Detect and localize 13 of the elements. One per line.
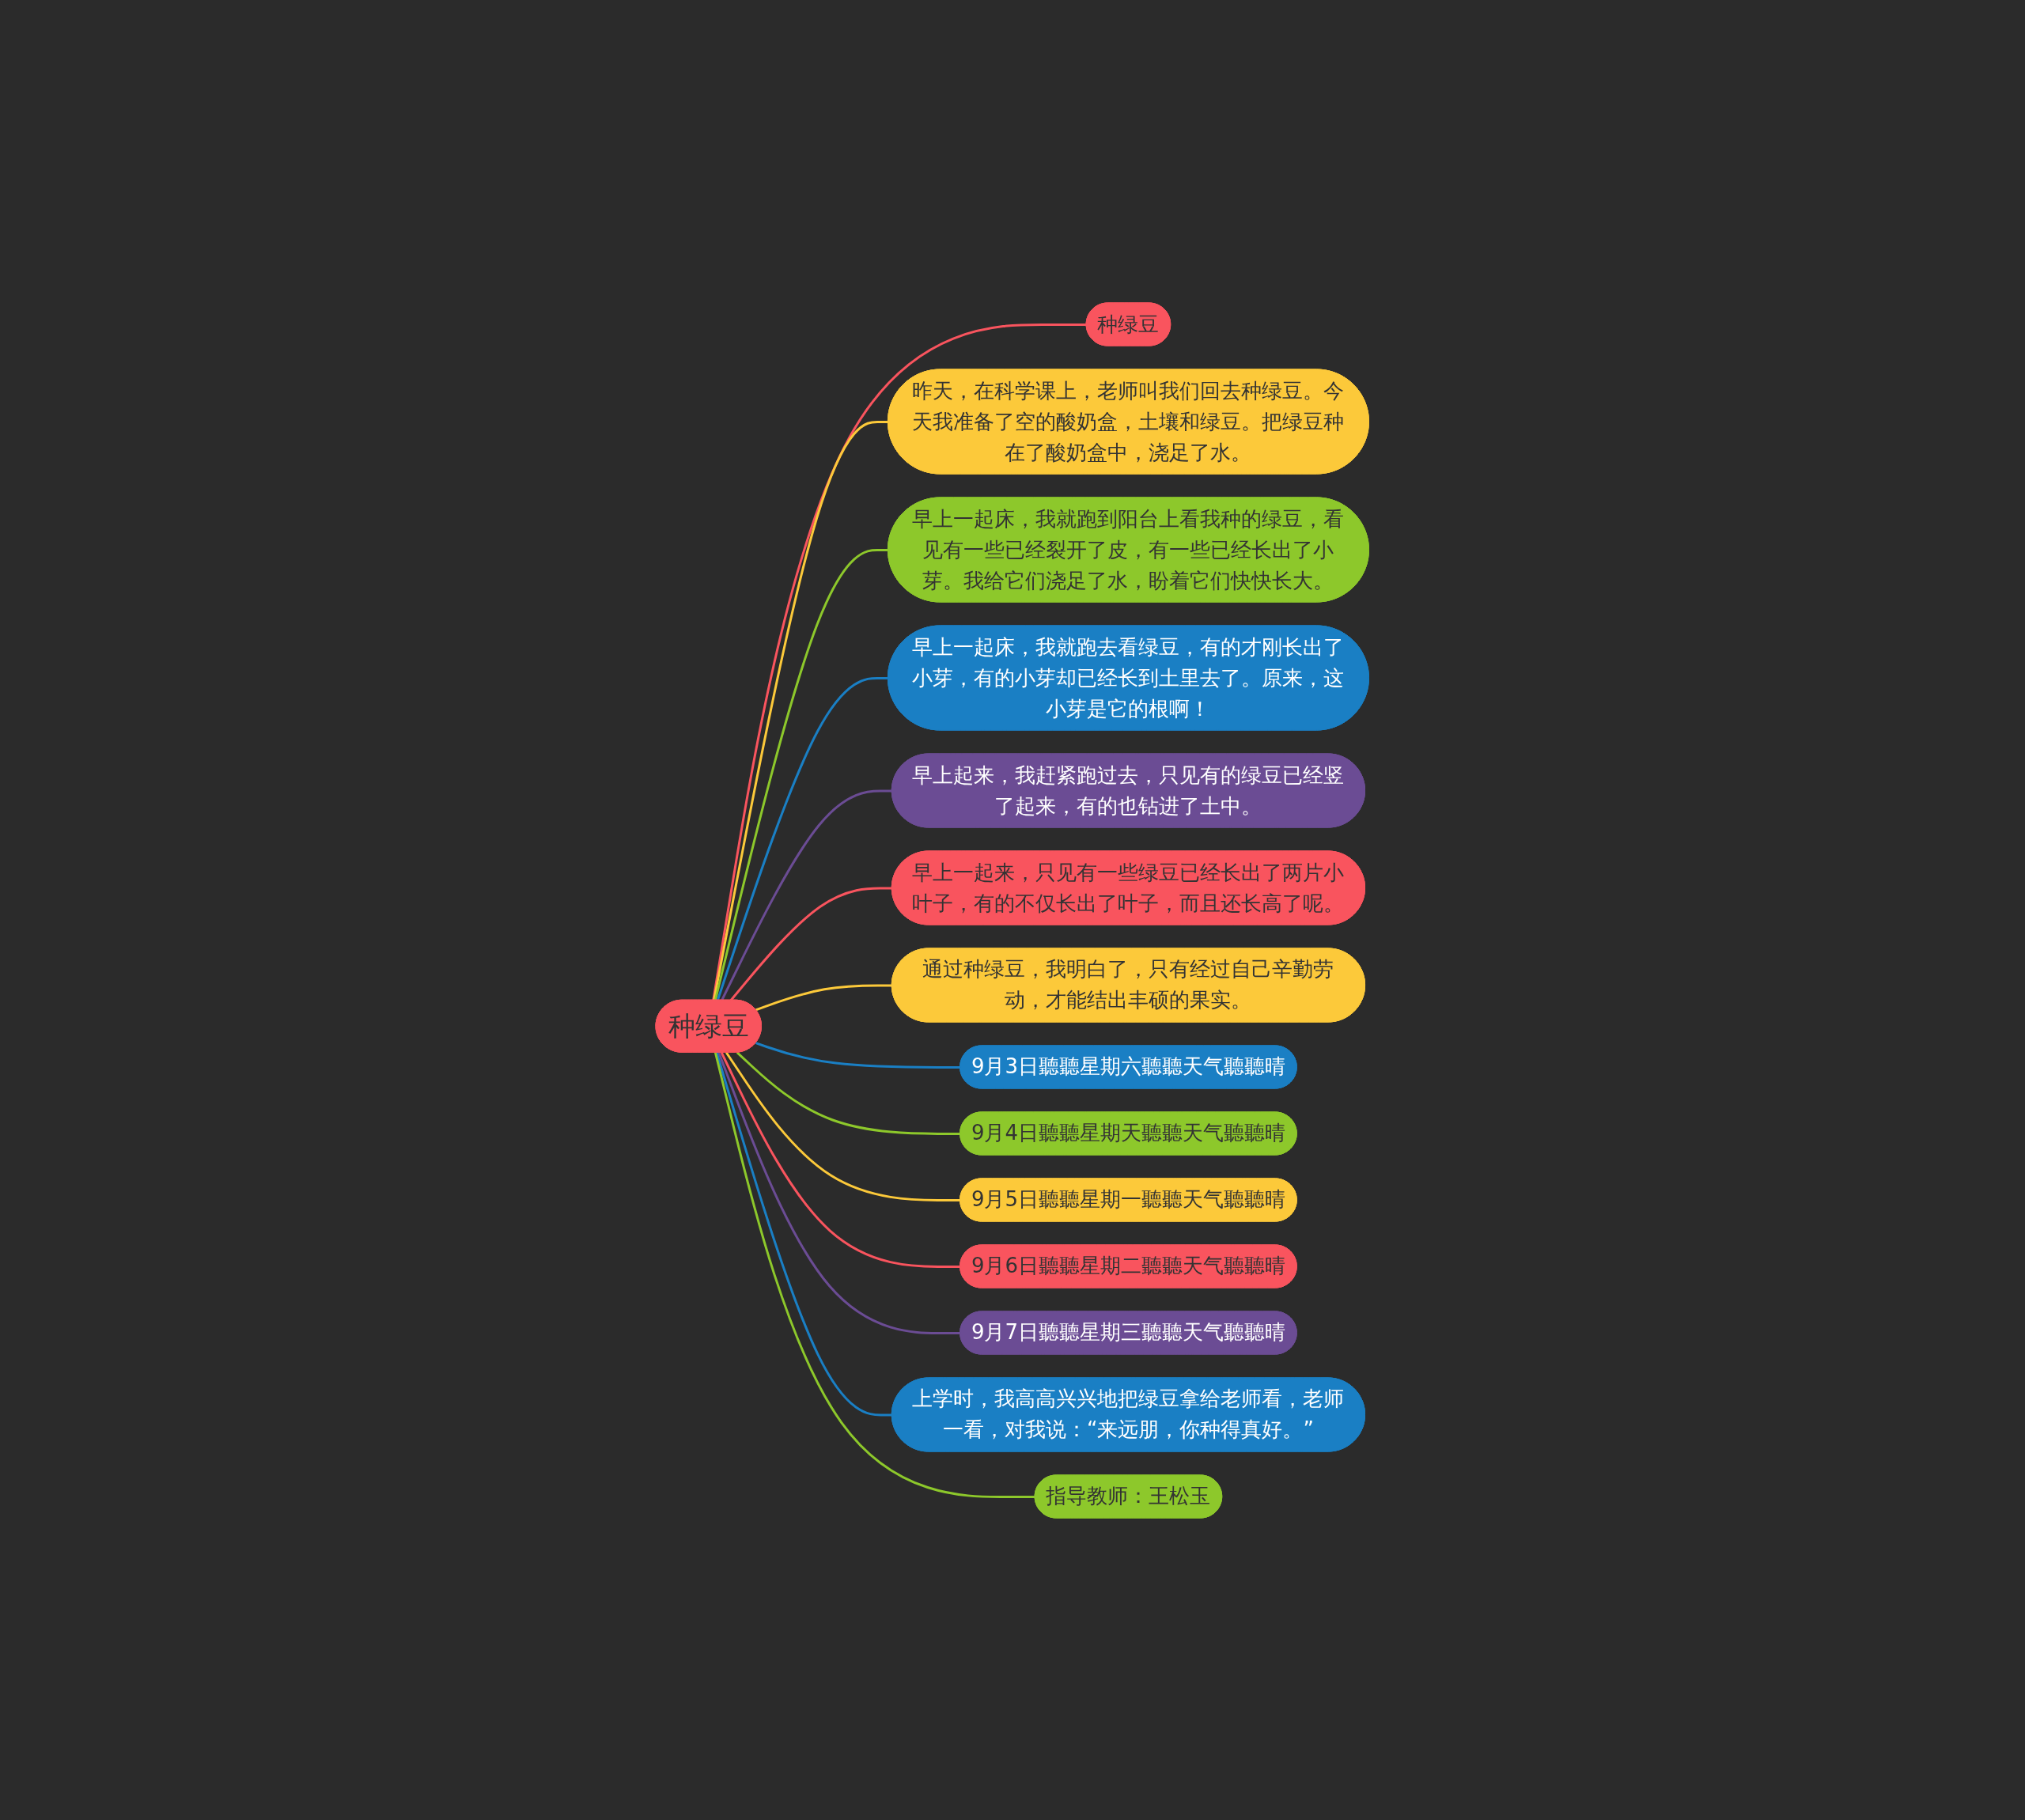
connector: [725, 1051, 961, 1201]
connector: [721, 1051, 961, 1268]
connector: [717, 1051, 961, 1334]
connector: [712, 323, 1087, 1001]
connector: [717, 676, 889, 1001]
connector: [714, 1051, 1035, 1498]
connector: [715, 1051, 893, 1416]
connector: [736, 1051, 961, 1135]
connector: [713, 420, 889, 1001]
connector: [721, 789, 893, 1001]
connector: [755, 983, 893, 1011]
connector: [714, 548, 889, 1001]
connector: [755, 1041, 961, 1069]
